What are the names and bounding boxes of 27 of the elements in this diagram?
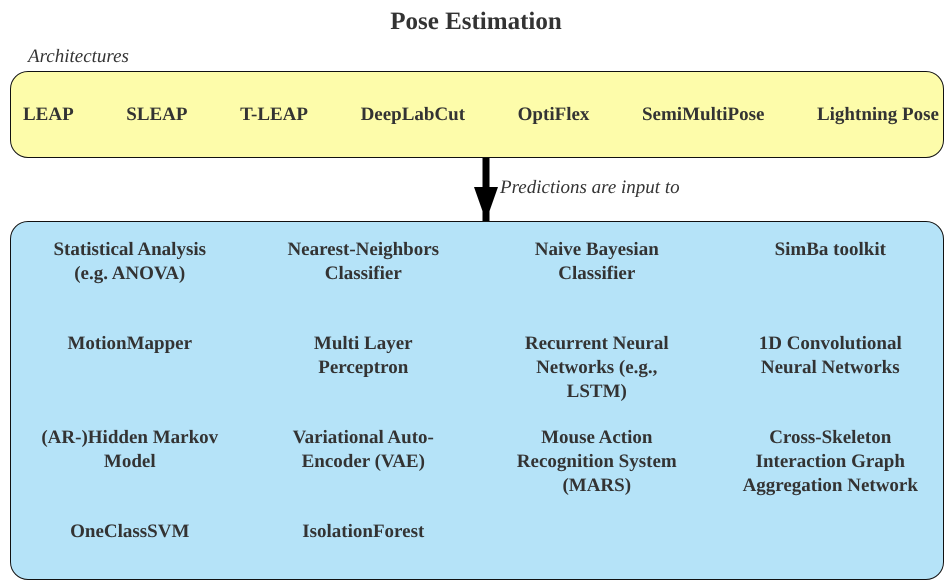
architecture-name: OptiFlex bbox=[518, 104, 590, 126]
group-heading: Architectures bbox=[28, 46, 129, 68]
architecture-name: DeepLabCut bbox=[360, 104, 466, 126]
diagram-title: Pose Estimation bbox=[389, 8, 563, 36]
method-name: SimBa toolkit bbox=[774, 238, 886, 262]
method-name: Nearest-Neighbors Classifier bbox=[286, 238, 440, 286]
method-name: MotionMapper bbox=[67, 332, 192, 356]
method-name: Recurrent Neural Networks (e.g., LSTM) bbox=[524, 332, 670, 404]
method-name: Statistical Analysis (e.g. ANOVA) bbox=[52, 238, 208, 286]
group-panel bbox=[10, 221, 944, 580]
method-name: Cross-Skeleton Interaction Graph Aggregation Network bbox=[742, 426, 919, 498]
method-name: IsolationForest bbox=[302, 520, 424, 544]
edge-label: Predictions are input to bbox=[500, 177, 680, 199]
method-name: Multi Layer Perceptron bbox=[312, 332, 414, 380]
method-name: OneClassSVM bbox=[70, 520, 190, 544]
method-name: Variational Auto-Encoder (VAE) bbox=[292, 426, 435, 474]
arrow bbox=[474, 158, 498, 221]
architecture-name: SLEAP bbox=[126, 104, 188, 126]
architecture-name: SemiMultiPose bbox=[642, 104, 764, 126]
method-name: Mouse Action Recognition System (MARS) bbox=[516, 426, 678, 498]
method-name: (AR-)Hidden Markov Model bbox=[40, 426, 220, 474]
architecture-name: LEAP bbox=[23, 104, 74, 126]
architecture-name: T-LEAP bbox=[240, 104, 308, 126]
architecture-name: Lightning Pose bbox=[816, 104, 939, 126]
group-panel bbox=[10, 71, 944, 158]
method-name: Naive Bayesian Classifier bbox=[534, 238, 660, 286]
method-name: 1D Convolutional Neural Networks bbox=[758, 332, 903, 380]
